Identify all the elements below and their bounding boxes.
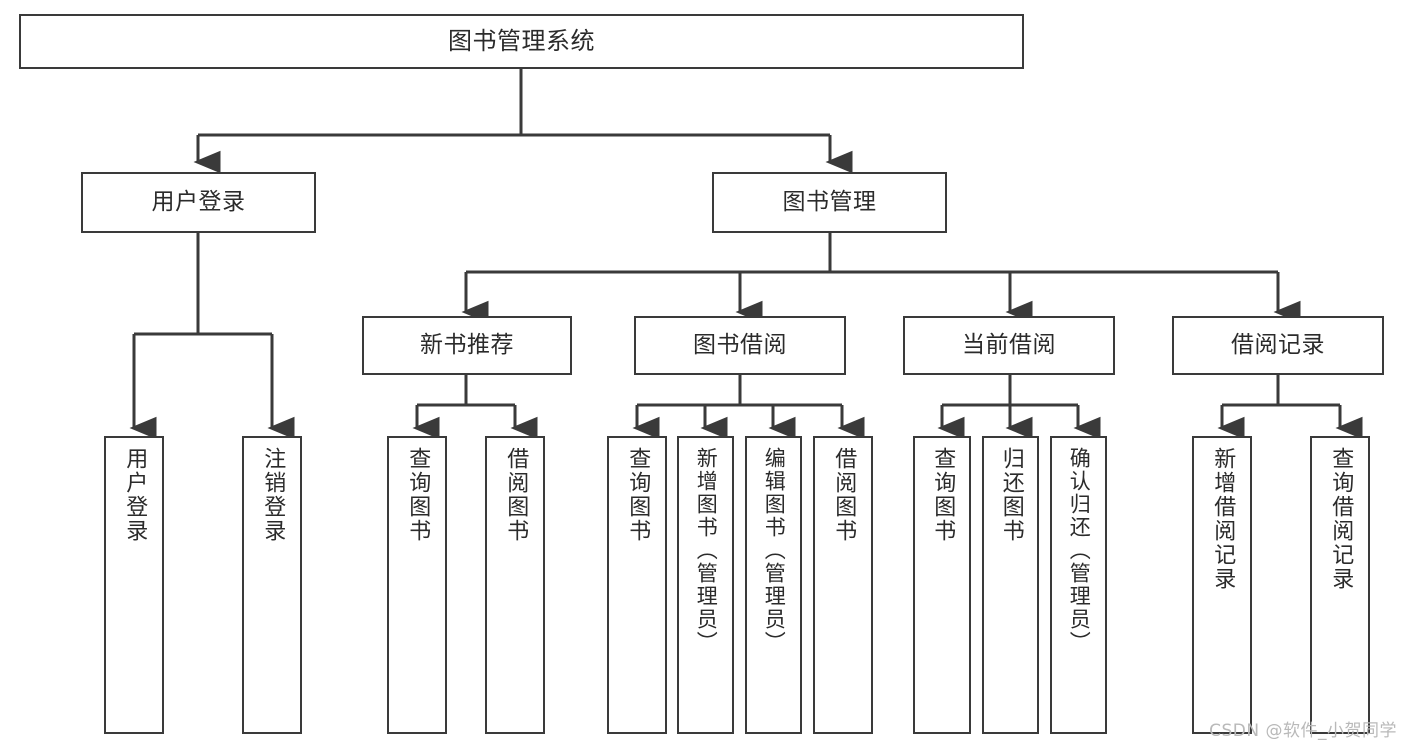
node-label: 借阅图书 [503, 447, 529, 543]
leaf-book-borrow-add[interactable]: 新增图书（管理员） [677, 436, 734, 734]
node-label: 图书借阅 [693, 331, 787, 358]
leaf-borrow-record-query[interactable]: 查询借阅记录 [1310, 436, 1370, 734]
node-label: 注销登录 [260, 447, 286, 543]
leaf-user-login-login[interactable]: 用户登录 [104, 436, 164, 734]
node-new-book-recommend[interactable]: 新书推荐 [362, 316, 572, 375]
leaf-new-book-query[interactable]: 查询图书 [387, 436, 447, 734]
leaf-borrow-record-add[interactable]: 新增借阅记录 [1192, 436, 1252, 734]
node-label: 图书管理系统 [448, 27, 595, 56]
node-root-system[interactable]: 图书管理系统 [19, 14, 1024, 69]
node-label: 借阅图书 [831, 447, 857, 543]
node-label: 确认归还（管理员） [1067, 447, 1092, 654]
leaf-current-borrow-query[interactable]: 查询图书 [913, 436, 971, 734]
leaf-book-borrow-query[interactable]: 查询图书 [607, 436, 667, 734]
csdn-watermark: CSDN @软件_小贺同学 [1209, 721, 1397, 741]
node-current-borrow[interactable]: 当前借阅 [903, 316, 1115, 375]
leaf-user-login-logout[interactable]: 注销登录 [242, 436, 302, 734]
node-label: 归还图书 [998, 447, 1024, 543]
node-book-management[interactable]: 图书管理 [712, 172, 947, 233]
node-label: 借阅记录 [1231, 331, 1325, 358]
node-label: 图书管理 [782, 188, 877, 215]
leaf-current-borrow-confirm-return[interactable]: 确认归还（管理员） [1050, 436, 1107, 734]
node-label: 用户登录 [151, 188, 246, 215]
leaf-current-borrow-return[interactable]: 归还图书 [982, 436, 1039, 734]
leaf-new-book-borrow[interactable]: 借阅图书 [485, 436, 545, 734]
node-label: 查询图书 [405, 447, 431, 543]
node-label: 新增图书（管理员） [694, 447, 719, 654]
node-user-login[interactable]: 用户登录 [81, 172, 316, 233]
leaf-book-borrow-edit[interactable]: 编辑图书（管理员） [745, 436, 802, 734]
node-label: 用户登录 [122, 447, 148, 543]
leaf-book-borrow-borrow[interactable]: 借阅图书 [813, 436, 873, 734]
node-label: 查询图书 [625, 447, 651, 543]
node-borrow-record[interactable]: 借阅记录 [1172, 316, 1384, 375]
node-label: 新书推荐 [420, 331, 514, 358]
node-label: 查询借阅记录 [1328, 447, 1354, 591]
node-book-borrow[interactable]: 图书借阅 [634, 316, 846, 375]
node-label: 新增借阅记录 [1210, 447, 1236, 591]
node-label: 当前借阅 [962, 331, 1056, 358]
node-label: 查询图书 [930, 447, 956, 543]
node-label: 编辑图书（管理员） [762, 447, 787, 654]
